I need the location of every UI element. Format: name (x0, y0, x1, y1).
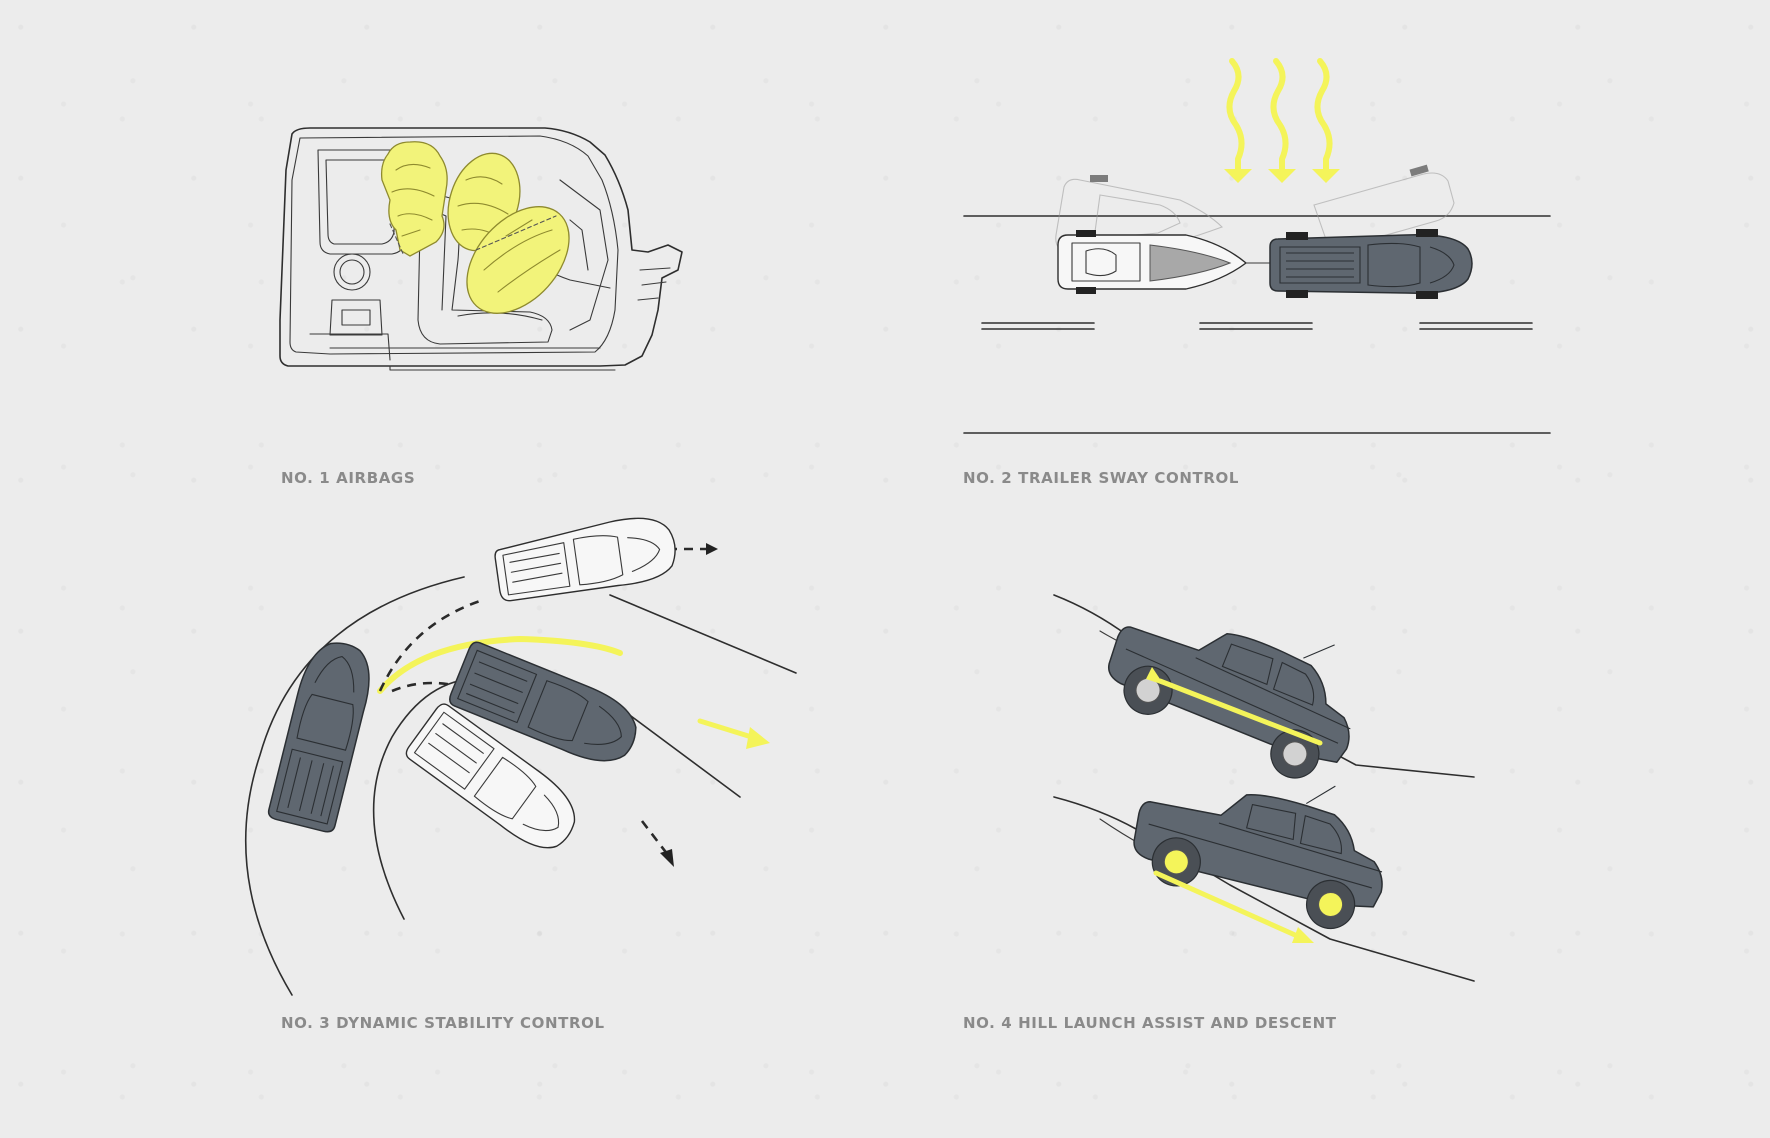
pickup-truck-icon (1269, 229, 1473, 299)
caption-airbags: NO. 1 AIRBAGS (281, 469, 416, 487)
boat-trailer-icon (1057, 230, 1279, 294)
wind-arrow-icon (1224, 58, 1340, 183)
caption-hill-launch-assist-and-descent: NO. 4 HILL LAUNCH ASSIST AND DESCENT (963, 1014, 1337, 1032)
caption-trailer-sway-control: NO. 2 TRAILER SWAY CONTROL (963, 469, 1240, 487)
cab-interior-icon (279, 127, 683, 371)
airbags-illustration (270, 120, 790, 430)
dashed-path-arrow-icon (244, 517, 797, 996)
airbag-icon (380, 141, 570, 314)
slope-icon (1053, 594, 1475, 982)
road-icon (963, 58, 1551, 434)
trailer-sway-illustration (960, 55, 1560, 445)
caption-dynamic-stability-control: NO. 3 DYNAMIC STABILITY CONTROL (281, 1014, 605, 1032)
dynamic-stability-illustration (240, 515, 800, 1005)
hill-launch-illustration (1040, 565, 1480, 985)
